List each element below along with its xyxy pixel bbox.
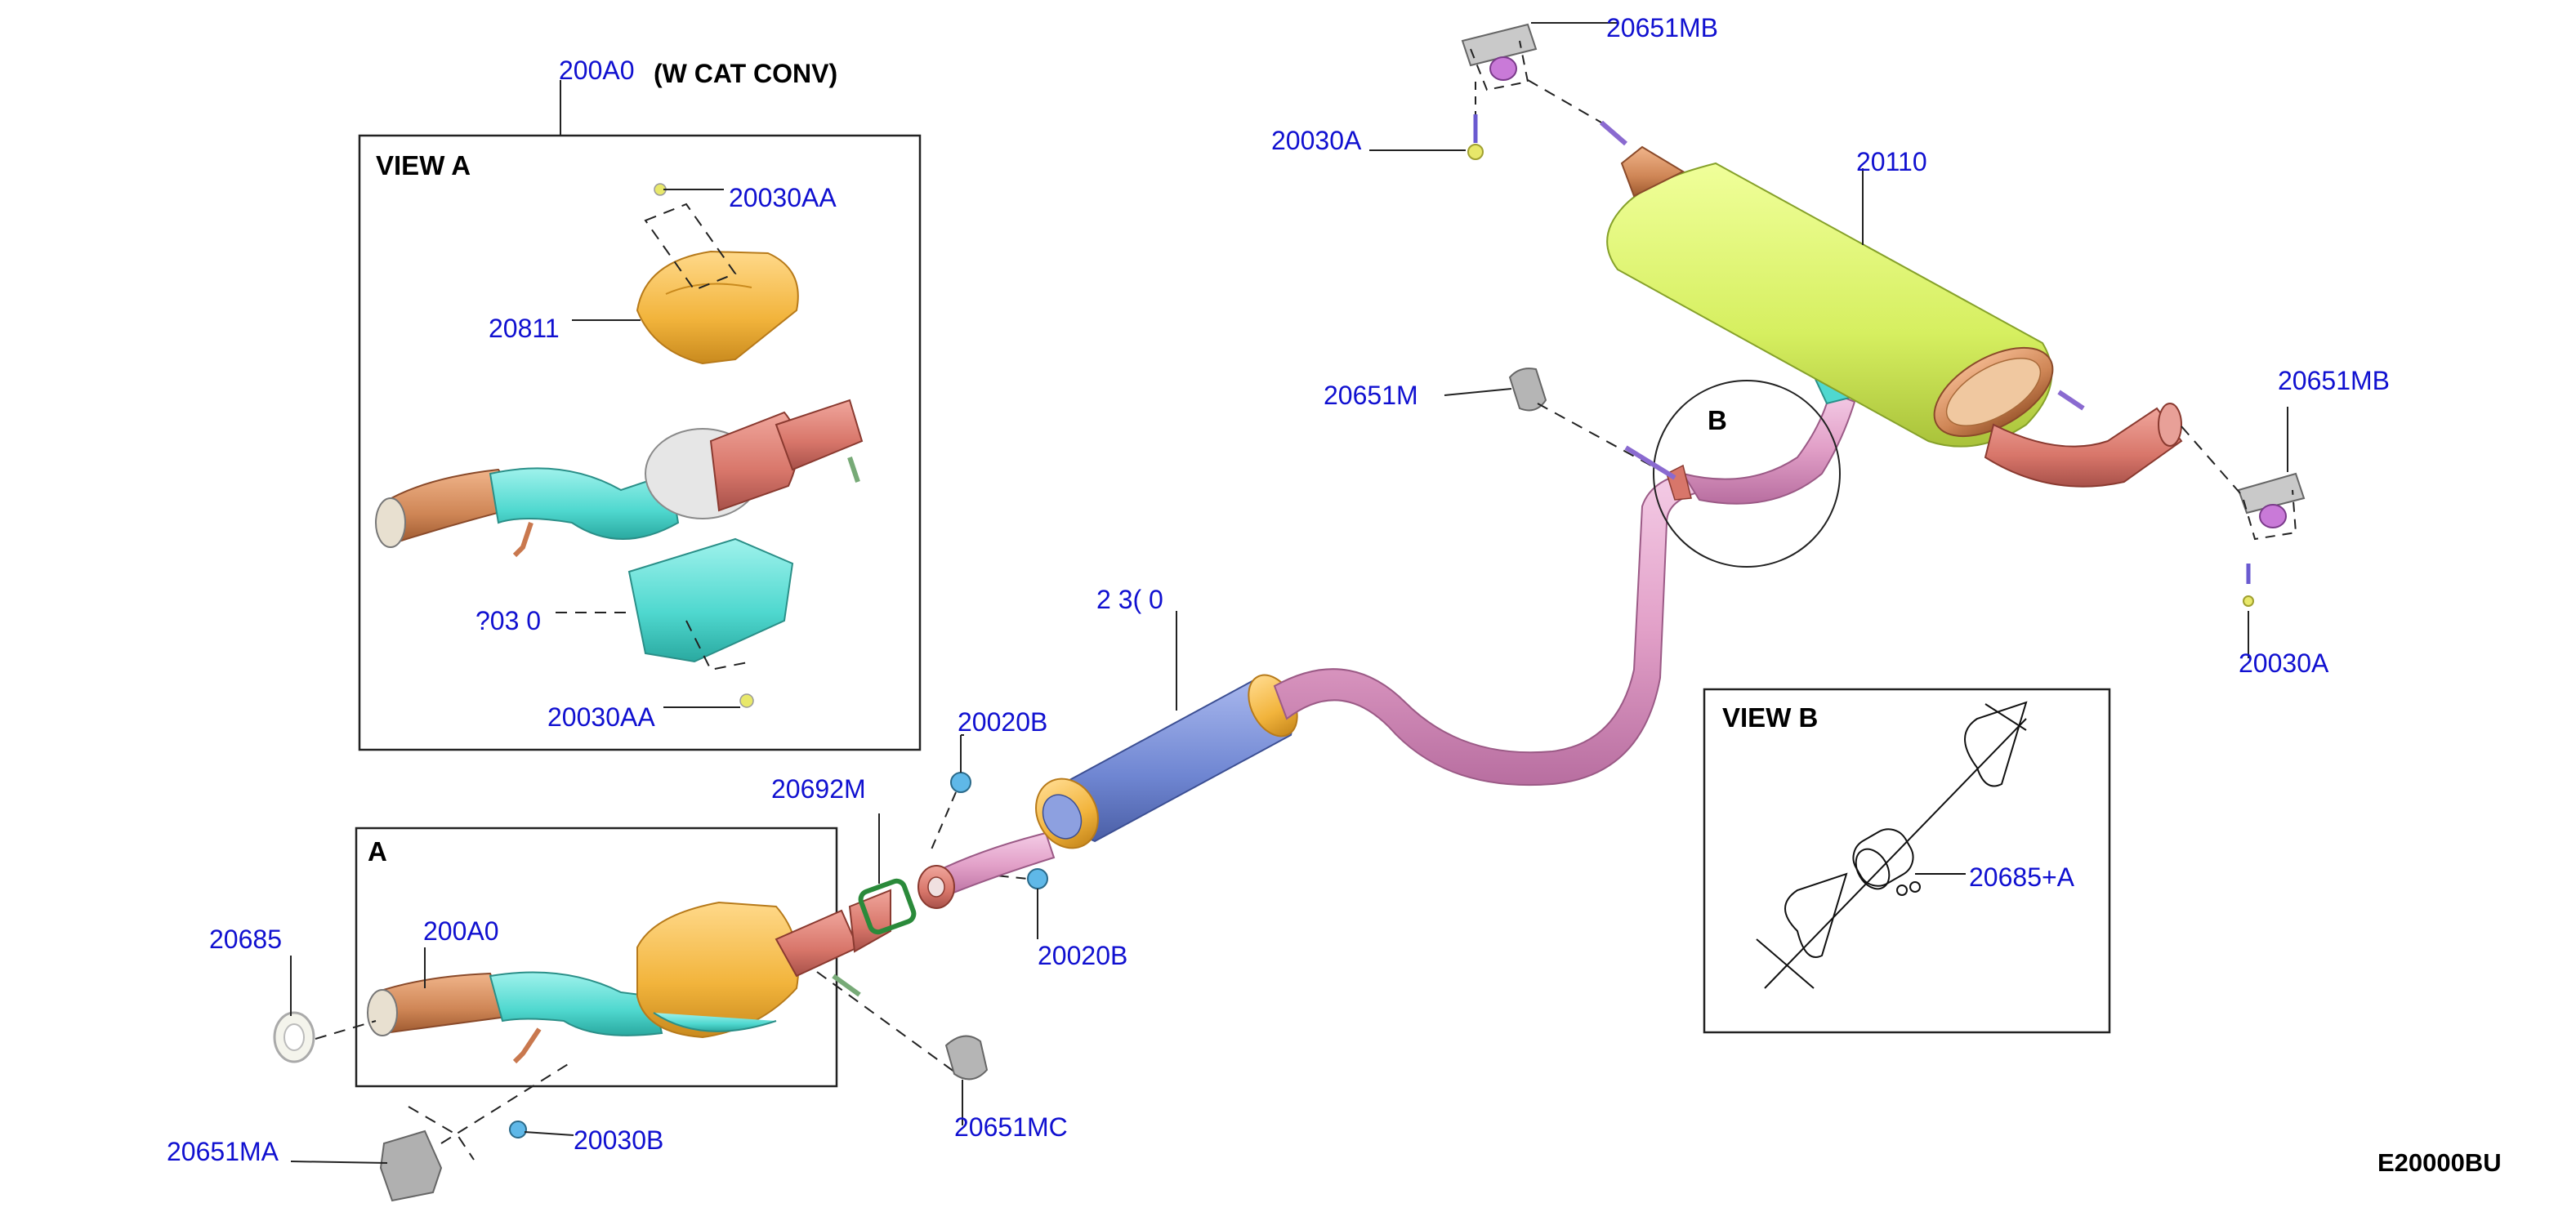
dash-20651ma: [440, 1061, 573, 1144]
view-a-frame: [358, 134, 922, 751]
callout-b-title: B: [1708, 405, 1727, 435]
gasket-icon: [273, 1011, 315, 1063]
tail-pipe-icon: [1984, 403, 2183, 488]
label-20030a-top: 20030A: [1271, 126, 1362, 155]
view-b-title: VIEW B: [1722, 702, 1819, 733]
bolt-icon: [739, 693, 754, 708]
label-20651m: 20651M: [1324, 381, 1418, 410]
dash-20651mb-top: [1527, 79, 1602, 123]
heat-shield-lower-icon: [627, 537, 794, 671]
bolt-icon: [1467, 114, 1484, 160]
front-pipe-view-a-icon: [375, 399, 864, 558]
hanger-bracket-icon: [2237, 472, 2306, 541]
view-a-title: VIEW A: [376, 150, 471, 180]
dash-20651m: [1537, 403, 1659, 470]
nut-icon: [950, 772, 971, 793]
heat-shield-upper-icon: [636, 203, 799, 365]
diagram-id: E20000BU: [2377, 1148, 2502, 1177]
label-20692m: 20692M: [771, 774, 866, 804]
hanger-rod-icon: [2057, 390, 2085, 411]
clamp-detail-icon: [1756, 701, 2028, 989]
main-muffler-icon: [1606, 145, 2054, 448]
hanger-rod-icon: [1600, 120, 1627, 146]
label-200a0-a: 200A0: [423, 916, 499, 946]
view-b-frame: [1703, 688, 2111, 1034]
label-20810-partial: ?03 0: [475, 606, 542, 635]
label-20811: 20811: [489, 314, 560, 343]
label-20651mb-top: 20651MB: [1606, 13, 1718, 42]
label-20685: 20685: [209, 925, 282, 954]
nut-icon: [1027, 868, 1048, 889]
label-200a0-title: 200A0: [559, 56, 635, 85]
callout-a-title: A: [368, 836, 387, 867]
callout-b-circle: [1653, 380, 1841, 568]
rubber-mount-icon: [379, 1106, 475, 1202]
label-20651mc: 20651MC: [954, 1112, 1068, 1142]
label-20030b: 20030B: [574, 1125, 664, 1155]
hanger-bracket-icon: [1461, 23, 1538, 91]
leader-20030b: [524, 1131, 574, 1136]
label-20300: 2 3( 0: [1096, 585, 1163, 614]
label-20030aa-top: 20030AA: [729, 183, 837, 212]
label-20110: 20110: [1856, 147, 1927, 176]
nut-icon: [509, 1121, 527, 1138]
dash-20020b-top: [931, 791, 957, 850]
leader-20651m: [1444, 388, 1512, 396]
label-20651ma: 20651MA: [167, 1137, 279, 1166]
dash-20692m: [816, 971, 962, 1077]
label-20020b-bottom: 20020B: [1038, 941, 1128, 970]
bolt-icon: [2243, 564, 2254, 607]
center-pipe-icon: [917, 368, 1861, 909]
rubber-mount-icon: [1508, 368, 1547, 412]
rubber-mount-icon: [944, 1035, 989, 1081]
leader-20651ma: [290, 1161, 388, 1164]
hanger-rod-icon: [1624, 445, 1676, 480]
label-20030aa-bottom: 20030AA: [547, 702, 655, 732]
label-20030a-right: 20030A: [2239, 648, 2329, 678]
flange-joint-icon: [848, 878, 917, 953]
front-pipe-cat-assembly-icon: [367, 901, 861, 1064]
label-20020b-top: 20020B: [958, 707, 1048, 737]
label-w-cat-conv: (W CAT CONV): [654, 59, 838, 88]
dash-20685: [315, 1020, 377, 1040]
label-20651mb-right: 20651MB: [2278, 366, 2390, 395]
dash-20651mb-right: [2181, 426, 2241, 494]
label-20685a: 20685+A: [1969, 862, 2075, 892]
